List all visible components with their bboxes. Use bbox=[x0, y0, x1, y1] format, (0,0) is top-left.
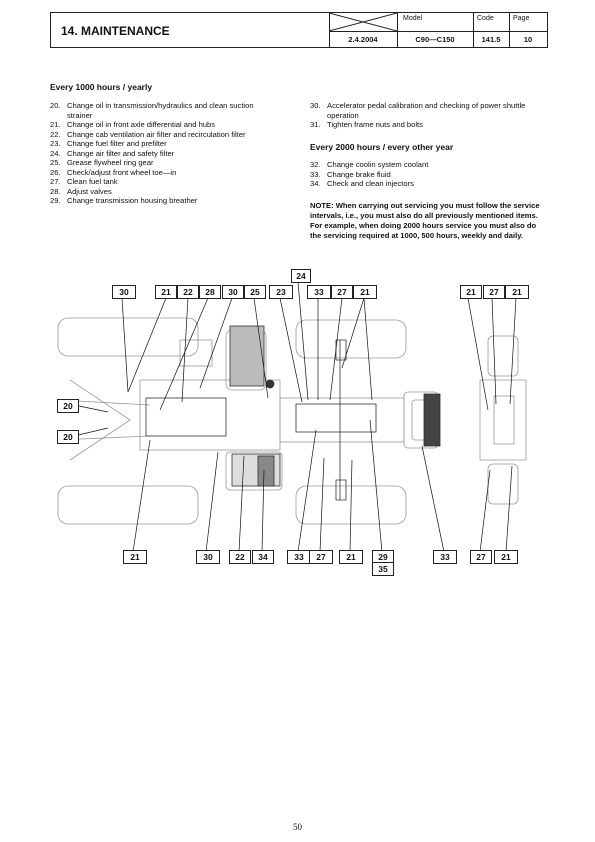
task-list-1000-continued: 30. Accelerator pedal calibration and che… bbox=[310, 101, 546, 130]
callout-tag: 34 bbox=[252, 550, 274, 564]
task-item: 31. Tighten frame nuts and bolts bbox=[310, 120, 546, 130]
header-divider bbox=[509, 13, 510, 47]
task-list-2000: 32. Change coolin system coolant 33. Change… bbox=[310, 160, 546, 189]
callout-tag: 35 bbox=[372, 562, 394, 576]
task-number: 22. bbox=[50, 129, 61, 139]
callout-tag: 21 bbox=[123, 550, 147, 564]
document-header: 14. MAINTENANCE Model Code Page 2.4.2004… bbox=[50, 12, 548, 48]
task-text: Change oil in transmission/hydraulics an… bbox=[67, 101, 254, 120]
callout-tag: 21 bbox=[505, 285, 529, 299]
task-item: 27. Clean fuel tank bbox=[50, 177, 272, 187]
task-number: 26. bbox=[50, 167, 61, 177]
callout-tag: 27 bbox=[470, 550, 492, 564]
task-item: 30. Accelerator pedal calibration and che… bbox=[310, 101, 546, 120]
task-text: Grease flywheel ring gear bbox=[67, 158, 154, 167]
cross-box-icon bbox=[329, 13, 397, 31]
task-number: 24. bbox=[50, 148, 61, 158]
callout-tag: 28 bbox=[199, 285, 221, 299]
task-text: Change coolin system coolant bbox=[327, 160, 429, 169]
task-item: 28. Adjust valves bbox=[50, 187, 272, 197]
date-value: 2.4.2004 bbox=[348, 35, 378, 44]
callout-tag: 21 bbox=[339, 550, 363, 564]
callout-tag: 21 bbox=[155, 285, 177, 299]
model-value: C90—C150 bbox=[415, 35, 455, 44]
task-item: 25. Grease flywheel ring gear bbox=[50, 158, 272, 168]
task-text: Adjust valves bbox=[67, 186, 112, 196]
task-text: Change cab ventilation air filter and re… bbox=[67, 129, 246, 139]
task-number: 20. bbox=[50, 101, 61, 110]
service-note: NOTE: When carrying out servicing you mu… bbox=[310, 201, 540, 240]
task-text: Change brake fluid bbox=[327, 169, 391, 179]
task-number: 32. bbox=[310, 160, 321, 169]
task-number: 31. bbox=[310, 120, 321, 129]
task-item: 32. Change coolin system coolant bbox=[310, 160, 546, 170]
callout-tag: 23 bbox=[269, 285, 293, 299]
page-number: 50 bbox=[293, 822, 302, 832]
callout-tag: 33 bbox=[307, 285, 331, 299]
task-text: Change oil in front axle differential an… bbox=[67, 120, 216, 129]
task-number: 29. bbox=[50, 196, 61, 205]
section-title: 14. MAINTENANCE bbox=[61, 24, 170, 38]
task-text: Clean fuel tank bbox=[67, 177, 118, 186]
task-text: Change fuel filter and prefilter bbox=[67, 139, 167, 148]
callout-tag: 33 bbox=[287, 550, 311, 564]
header-divider bbox=[473, 13, 474, 47]
callout-tag: 25 bbox=[244, 285, 266, 299]
task-item: 26. Check/adjust front wheel toe—in bbox=[50, 168, 272, 178]
task-text: Tighten frame nuts and bolts bbox=[327, 120, 423, 129]
callout-tag: 21 bbox=[494, 550, 518, 564]
engine-detail bbox=[145, 325, 441, 501]
code-label: Code bbox=[477, 15, 494, 22]
tractor-top-view bbox=[57, 317, 527, 525]
task-number: 23. bbox=[50, 139, 61, 148]
header-divider bbox=[397, 13, 398, 47]
header-divider bbox=[329, 31, 547, 32]
callout-tag: 30 bbox=[222, 285, 244, 299]
task-number: 21. bbox=[50, 120, 61, 129]
task-item: 23. Change fuel filter and prefilter bbox=[50, 139, 272, 149]
task-item: 24. Change air filter and safety filter bbox=[50, 149, 272, 159]
task-number: 28. bbox=[50, 186, 61, 196]
callout-tag: 27 bbox=[331, 285, 353, 299]
callout-tag: 24 bbox=[291, 269, 311, 283]
task-item: 20. Change oil in transmission/hydraulics… bbox=[50, 101, 272, 120]
task-text: Check/adjust front wheel toe—in bbox=[67, 167, 177, 177]
task-item: 29. Change transmission housing breather bbox=[50, 196, 272, 206]
task-number: 25. bbox=[50, 158, 61, 167]
task-text: Check and clean injectors bbox=[327, 179, 414, 188]
page-value: 10 bbox=[523, 35, 533, 44]
callout-tag: 20 bbox=[57, 430, 79, 444]
callout-tag: 21 bbox=[460, 285, 482, 299]
task-number: 30. bbox=[310, 101, 321, 110]
callout-tag: 33 bbox=[433, 550, 457, 564]
header-divider bbox=[329, 13, 330, 47]
task-number: 34. bbox=[310, 179, 321, 188]
section-title-2000: Every 2000 hours / every other year bbox=[310, 142, 454, 152]
callout-tag: 20 bbox=[57, 399, 79, 413]
model-label: Model bbox=[403, 15, 423, 22]
task-item: 33. Change brake fluid bbox=[310, 170, 546, 180]
callout-tag: 21 bbox=[353, 285, 377, 299]
task-text: Accelerator pedal calibration and checki… bbox=[327, 101, 526, 120]
task-text: Change air filter and safety filter bbox=[67, 148, 175, 158]
task-number: 33. bbox=[310, 169, 321, 179]
task-text: Change transmission housing breather bbox=[67, 196, 198, 205]
task-list-1000: 20. Change oil in transmission/hydraulics… bbox=[50, 101, 272, 206]
callout-tag: 30 bbox=[196, 550, 220, 564]
callout-tag: 30 bbox=[112, 285, 136, 299]
leader-lines bbox=[73, 281, 517, 553]
page-label: Page bbox=[513, 15, 530, 22]
callout-tag: 22 bbox=[177, 285, 199, 299]
task-item: 22. Change cab ventilation air filter and… bbox=[50, 130, 272, 140]
task-item: 21. Change oil in front axle differential… bbox=[50, 120, 272, 130]
section-title-1000: Every 1000 hours / yearly bbox=[50, 82, 153, 92]
code-value: 141.5 bbox=[481, 35, 501, 44]
callout-tag: 27 bbox=[309, 550, 333, 564]
task-number: 27. bbox=[50, 177, 61, 186]
callout-tag: 22 bbox=[229, 550, 251, 564]
callout-tag: 27 bbox=[483, 285, 505, 299]
task-item: 34. Check and clean injectors bbox=[310, 179, 546, 189]
